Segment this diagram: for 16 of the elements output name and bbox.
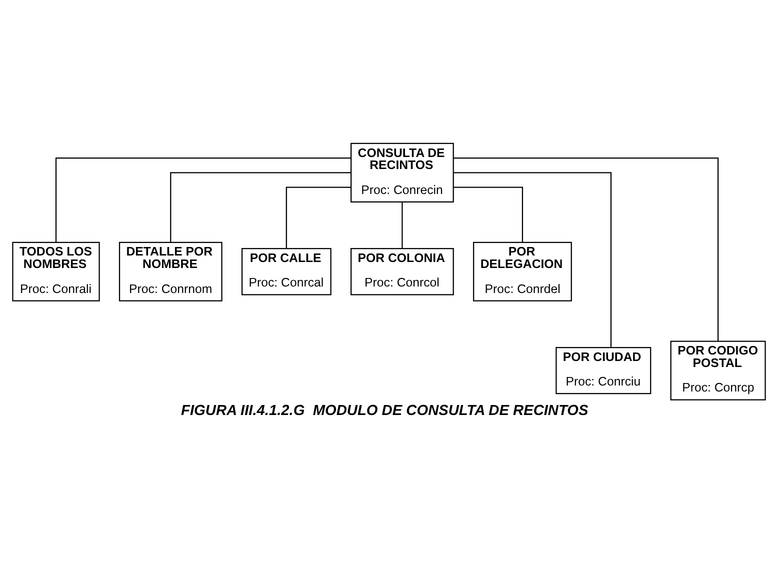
node-box: TODOS LOS NOMBRES Proc: Conrali (12, 242, 100, 302)
connector (55, 158, 351, 242)
node-box: POR CALLE Proc: Conrcal (241, 248, 332, 296)
connector (170, 172, 351, 242)
node-box: CONSULTA DE RECINTOS Proc: Conrecin (350, 142, 454, 202)
connector (402, 202, 403, 249)
connector (454, 158, 719, 341)
connector (286, 186, 351, 248)
node-box: POR DELEGACION Proc: Conrdel (473, 242, 572, 302)
node-box: DETALLE POR NOMBRE Proc: Conrnom (118, 242, 222, 302)
node-box: POR CODIGO POSTAL Proc: Conrcp (670, 340, 766, 400)
connector (454, 172, 612, 348)
connector (454, 186, 524, 242)
caption: FIGURA III.4.1.2.G MODULO DE CONSULTA DE RECINTOS (181, 402, 588, 419)
node-box: POR COLONIA Proc: Conrcol (350, 248, 454, 296)
node-box: POR CIUDAD Proc: Conrciu (556, 346, 652, 394)
